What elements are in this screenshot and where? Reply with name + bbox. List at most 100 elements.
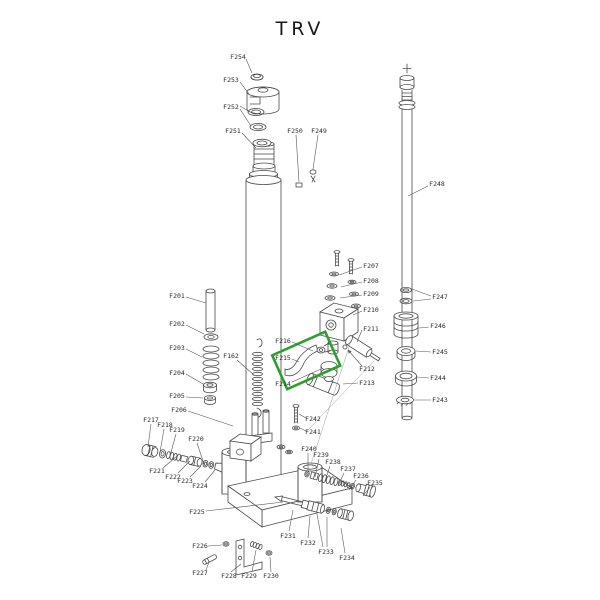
part-label-F222: F222: [165, 473, 181, 481]
leader-line-F229: [251, 549, 257, 573]
part-label-F244: F244: [430, 374, 446, 382]
leader-line-F208: [340, 281, 363, 288]
part-label-F212: F212: [359, 365, 375, 373]
part-label-F216: F216: [275, 337, 291, 345]
leader-line-F247: [412, 298, 432, 302]
part-label-F239: F239: [313, 451, 329, 459]
leader-line-F206: [187, 410, 234, 427]
part-label-F229: F229: [241, 572, 257, 580]
part-label-F228: F228: [221, 572, 237, 580]
spring-pin-f229: [249, 541, 263, 550]
part-label-F240: F240: [301, 445, 317, 453]
part-label-F250: F250: [287, 127, 303, 135]
part-label-F219: F219: [169, 426, 185, 434]
part-label-F243: F243: [432, 396, 448, 404]
leader-line-F216: [291, 341, 314, 352]
part-label-F221: F221: [149, 467, 165, 475]
leader-line-F244: [416, 376, 430, 379]
part-label-F232: F232: [300, 539, 316, 547]
leader-line-F218: [159, 428, 165, 453]
part-label-F218: F218: [157, 421, 173, 429]
leader-line-F249: [312, 134, 319, 170]
release-valve-stem-chain: [273, 495, 354, 522]
part-label-F223: F223: [177, 477, 193, 485]
leader-line-F231: [288, 509, 294, 532]
part-label-F201: F201: [169, 292, 185, 300]
part-label-F203: F203: [169, 344, 185, 352]
leader-line-F242: [298, 413, 307, 419]
leader-line-F224: [204, 469, 216, 483]
part-label-F249: F249: [311, 127, 327, 135]
part-label-F236: F236: [353, 472, 369, 480]
part-label-F209: F209: [363, 290, 379, 298]
part-label-F233: F233: [318, 548, 334, 556]
leader-line-F254: [245, 58, 253, 74]
leader-line-F223: [189, 465, 202, 478]
overload-valve-stack: [202, 288, 220, 405]
leader-line-F252: [239, 105, 251, 113]
part-label-F241: F241: [305, 428, 321, 436]
part-label-F230: F230: [263, 572, 279, 580]
leader-line-F217: [147, 423, 152, 448]
part-label-F247: F247: [432, 293, 448, 301]
leader-line-F210: [352, 310, 363, 316]
part-label-F225: F225: [189, 508, 205, 516]
leader-line-F215: [291, 358, 300, 363]
leader-line-F251: [241, 132, 257, 149]
leader-line-F212: [347, 349, 363, 367]
leader-line-F219: [169, 433, 177, 457]
part-label-F208: F208: [363, 277, 379, 285]
base-block: [227, 462, 353, 528]
part-label-F213: F213: [359, 379, 375, 387]
part-label-F204: F204: [169, 369, 185, 377]
leader-line-F233: [316, 513, 324, 548]
part-label-F227: F227: [192, 569, 208, 577]
part-label-F224: F224: [192, 482, 208, 490]
part-label-F226: F226: [192, 542, 208, 550]
part-label-F246: F246: [430, 322, 446, 330]
leader-line-F253: [239, 81, 250, 95]
leader-line-F230: [269, 556, 272, 573]
leader-line-F226: [207, 544, 223, 547]
leader-line-F241: [299, 427, 307, 432]
part-label-F162: F162: [223, 352, 239, 360]
part-label-F207: F207: [363, 262, 379, 270]
release-lever: [284, 342, 331, 377]
pump-handle-rod: [398, 63, 416, 421]
pin-f227: [202, 554, 217, 565]
leader-line-F207: [338, 266, 363, 276]
leader-line-F247: [411, 288, 432, 297]
leader-line-F209: [339, 294, 363, 299]
leader-line-F252: [239, 108, 252, 127]
nut-f226: [222, 541, 230, 547]
leader-line-F205: [185, 396, 204, 399]
leader-line-F225: [205, 501, 284, 512]
mount-bracket: [235, 538, 263, 576]
leader-line-F228: [230, 563, 242, 573]
release-spring: [252, 338, 263, 418]
part-label-F252: F252: [223, 103, 239, 111]
leader-line-F250: [295, 134, 300, 183]
leader-line-F237: [337, 472, 345, 487]
part-label-F231: F231: [280, 532, 296, 540]
part-label-F205: F205: [169, 392, 185, 400]
piston-parts-stack: [393, 286, 419, 406]
part-label-F220: F220: [188, 435, 204, 443]
leader-line-F214: [291, 368, 322, 383]
part-label-F254: F254: [230, 53, 246, 61]
leader-line-F211: [356, 329, 363, 343]
leader-line-F201: [185, 296, 207, 304]
leader-line-F245: [415, 350, 432, 353]
part-label-F206: F206: [171, 406, 187, 414]
part-label-F251: F251: [225, 127, 241, 135]
leader-line-F235: [362, 486, 371, 497]
overflow-valve-chain: [304, 470, 376, 498]
leader-line-F234: [340, 527, 346, 554]
set-screw-f249: [295, 169, 317, 188]
leader-line-F204: [185, 373, 204, 385]
part-label-F237: F237: [340, 465, 356, 473]
leader-line-F222: [177, 460, 191, 474]
leader-line-F232: [307, 515, 311, 539]
